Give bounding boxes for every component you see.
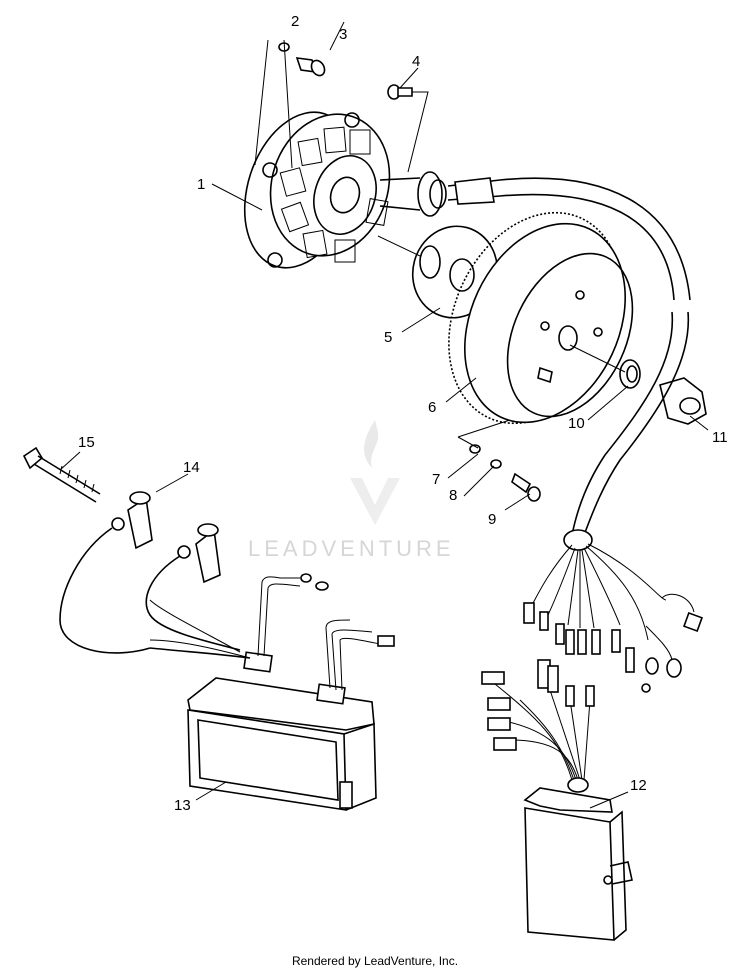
callout-13: 13 [174, 797, 191, 814]
callout-5: 5 [384, 329, 393, 346]
callout-15: 15 [78, 434, 95, 451]
bolt-15 [22, 446, 101, 503]
watermark-text: LEADVENTURE [248, 536, 455, 561]
ignition-coil-box [187, 651, 377, 811]
cdi-harness [481, 659, 595, 793]
coil-wires [149, 573, 395, 691]
hardware-7-8-9 [457, 419, 541, 502]
spark-plug-caps [59, 491, 251, 659]
callout-3: 3 [339, 26, 348, 43]
callout-12: 12 [630, 777, 647, 794]
harness-connectors [523, 543, 703, 693]
nut-11 [659, 377, 707, 425]
callout-2: 2 [291, 13, 300, 30]
callout-11: 11 [712, 429, 728, 446]
callout-7: 7 [432, 471, 441, 488]
callout-1: 1 [197, 176, 206, 193]
watermark-logo-icon [350, 420, 400, 525]
callout-14: 14 [183, 459, 200, 476]
flywheel [448, 211, 634, 425]
callout-6: 6 [428, 399, 437, 416]
callout-8: 8 [449, 487, 458, 504]
callout-9: 9 [488, 511, 497, 528]
cdi-module [523, 787, 633, 941]
callout-4: 4 [412, 53, 421, 70]
callout-10: 10 [568, 415, 585, 432]
washer-10 [569, 344, 641, 389]
stator-assembly [243, 111, 501, 269]
footer-credit: Rendered by LeadVenture, Inc. [291, 954, 459, 968]
screw-and-washer [254, 39, 326, 169]
screw-4 [387, 84, 429, 173]
stator-harness-cable [499, 177, 691, 551]
callout-leaders [59, 21, 709, 809]
